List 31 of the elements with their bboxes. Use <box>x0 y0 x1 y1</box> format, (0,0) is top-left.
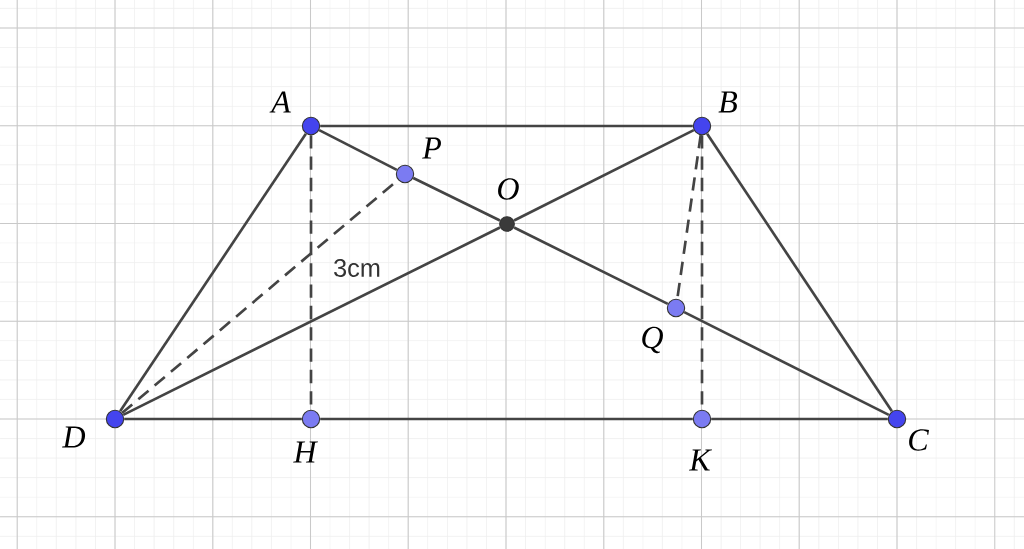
measure-label: 3cm <box>334 259 380 277</box>
line-segment <box>513 226 669 306</box>
line-segment <box>119 132 307 413</box>
point: A <box>269 91 321 136</box>
line-segment <box>318 129 398 171</box>
node-label: A <box>269 91 291 113</box>
line-segment <box>706 132 894 413</box>
point: H <box>293 409 321 463</box>
line-segment <box>513 128 695 222</box>
line-segment <box>711 417 888 421</box>
node-label: Q <box>642 326 663 354</box>
line-segment <box>320 124 693 128</box>
point: O <box>498 178 519 232</box>
line-segment <box>122 226 501 417</box>
line-segment <box>124 417 302 421</box>
line-segment <box>320 417 693 421</box>
point: Q <box>642 298 686 354</box>
node-label: H <box>293 441 318 463</box>
point: K <box>688 409 713 471</box>
node-label: B <box>718 91 738 113</box>
node-label: O <box>498 178 519 200</box>
node-label: C <box>909 429 929 451</box>
node-label: P <box>422 137 441 159</box>
point: B <box>692 91 738 136</box>
node-label: K <box>688 449 713 471</box>
point: P <box>395 137 441 184</box>
line-segment <box>412 176 501 222</box>
node-label: D <box>62 426 86 448</box>
line-segment <box>683 310 890 417</box>
point: D <box>62 409 125 448</box>
point: C <box>887 409 929 451</box>
